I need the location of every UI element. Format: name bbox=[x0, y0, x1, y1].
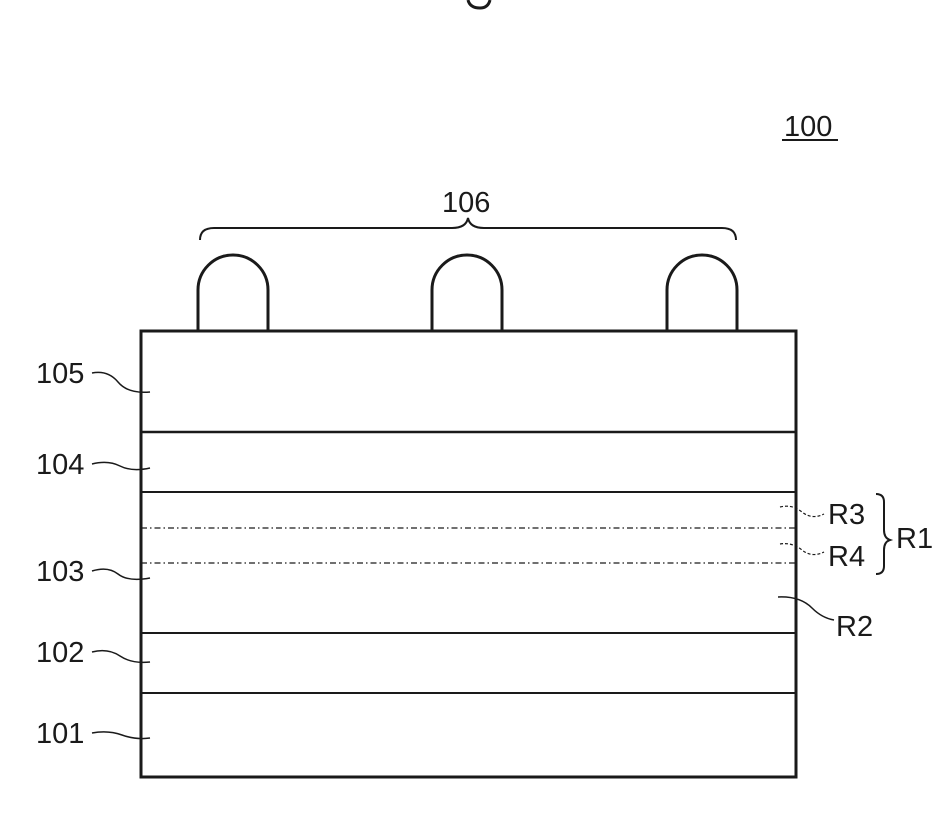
bump-3 bbox=[667, 255, 737, 331]
layer-label-105: 105 bbox=[36, 358, 84, 390]
layer-label-104: 104 bbox=[36, 449, 84, 481]
bumps-label: 106 bbox=[442, 187, 490, 219]
bump-1 bbox=[198, 255, 268, 331]
region-label-r1: R1 bbox=[896, 523, 933, 555]
region-label-r3: R3 bbox=[828, 499, 865, 531]
stack-outline bbox=[141, 331, 796, 777]
layer-label-102: 102 bbox=[36, 637, 84, 669]
layer-label-101: 101 bbox=[36, 718, 84, 750]
bumps-brace bbox=[200, 218, 736, 240]
layer-label-103: 103 bbox=[36, 556, 84, 588]
leader-r2 bbox=[778, 597, 834, 620]
region-label-r2: R2 bbox=[836, 611, 873, 643]
bump-2 bbox=[432, 255, 502, 331]
r1-brace bbox=[876, 494, 890, 574]
leader-r4 bbox=[780, 544, 824, 555]
figure-title-fragment bbox=[468, 0, 490, 8]
figure-reference-label: 100 bbox=[784, 111, 832, 143]
region-label-r4: R4 bbox=[828, 541, 865, 573]
leader-r3 bbox=[780, 506, 824, 516]
